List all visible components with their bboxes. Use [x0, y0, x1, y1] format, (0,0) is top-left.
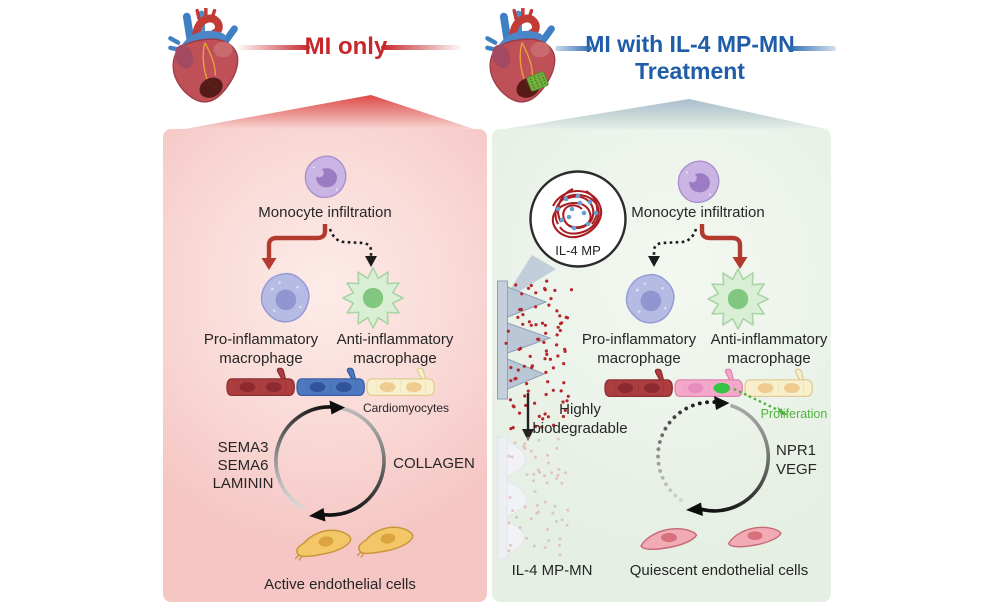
remodeling-cycle-arrows	[274, 400, 386, 522]
pro-inflammatory-macrophage-icon	[260, 272, 310, 323]
cardiomyocyte-pale	[366, 367, 435, 397]
fate-arrows	[261, 224, 377, 270]
monocyte-icon	[304, 155, 347, 199]
cardiomyocyte-red	[226, 367, 295, 397]
proliferation-label: Proliferation	[760, 407, 828, 421]
heart-mi-icon	[166, 8, 244, 106]
il4-mp-label: IL-4 MP	[555, 243, 601, 258]
microneedle-array-icon	[497, 279, 574, 431]
left-title-dash-right	[381, 45, 463, 50]
biodegradable-label: Highly biodegradable	[532, 401, 628, 437]
monocyte-icon	[677, 160, 720, 204]
mi-treated-panel: IL-4 MP Highly biodegradable IL-4 MP-	[492, 129, 831, 602]
anti-inflammatory-macrophage-icon	[707, 268, 769, 330]
pro-macrophage-label: Pro-inflammatory macrophage	[203, 331, 319, 367]
right-title-line2: Treatment	[635, 58, 745, 84]
monocyte-label: Monocyte infiltration	[631, 204, 765, 221]
repair-cycle-arrows	[656, 396, 771, 516]
anti-macrophage-label: Anti-inflammatory macrophage	[336, 331, 454, 367]
cardiomyocytes-row	[226, 367, 435, 397]
microparticle-fibers	[551, 188, 603, 239]
il4-dots	[555, 193, 599, 231]
microneedle-label: IL-4 MP-MN	[511, 562, 593, 579]
cycle-right-genes-label: NPR1 VEGF	[776, 442, 817, 478]
cardiomyocyte-pale	[744, 368, 813, 398]
red-arrowhead	[261, 258, 277, 270]
cardiomyocyte-pink-proliferating	[674, 368, 743, 398]
dotted-arrowhead	[648, 256, 660, 267]
pro-inflammatory-macrophage-icon	[625, 273, 675, 324]
fate-arrows	[648, 224, 748, 269]
dotted-arrow-to-pro	[652, 228, 698, 256]
pro-macrophage-label: Pro-inflammatory macrophage	[581, 331, 697, 367]
left-title: MI only	[304, 33, 388, 60]
right-title-dash-right	[788, 46, 836, 51]
dotted-arrowhead	[365, 256, 377, 267]
red-arrow-to-anti	[699, 224, 743, 257]
cardiomyocyte-red	[604, 368, 673, 398]
right-title-dash-left	[555, 46, 592, 51]
left-title-dash-left	[236, 45, 310, 50]
quiescent-endothelial-label: Quiescent endothelial cells	[629, 562, 809, 579]
cycle-left-genes-label: SEMA3 SEMA6 LAMININ	[212, 439, 274, 492]
microneedle-patch-on-heart	[526, 71, 549, 92]
cardiomyocytes-label: Cardiomyocytes	[362, 401, 449, 415]
dissolved-microneedle-icon	[497, 436, 570, 560]
degradation-arrow	[522, 393, 534, 441]
released-microparticle-dots	[504, 279, 574, 431]
anti-macrophage-label: Anti-inflammatory macrophage	[710, 331, 828, 367]
il4-microparticle-icon: IL-4 MP	[529, 170, 627, 268]
heart-mi-treated-icon	[483, 8, 561, 106]
cycle-right-collagen-label: COLLAGEN	[393, 455, 475, 472]
quiescent-endothelial-cells-icon	[640, 526, 782, 551]
mi-only-panel: Monocyte infiltration Pro-inflammatory m…	[163, 129, 487, 602]
dotted-arrow-to-anti	[328, 228, 373, 256]
cardiomyocytes-row	[604, 368, 813, 398]
monocyte-label: Monocyte infiltration	[258, 204, 392, 221]
active-endothelial-label: Active endothelial cells	[264, 576, 416, 593]
cardiomyocyte-blue	[296, 367, 365, 397]
active-endothelial-cells-icon	[295, 526, 414, 561]
proliferation-arrow	[733, 387, 788, 415]
right-title-line1: MI with IL-4 MP-MN	[585, 31, 795, 57]
right-title: MI with IL-4 MP-MN Treatment	[582, 31, 798, 85]
faded-microparticle-dots	[507, 436, 570, 557]
red-arrow-to-pro	[266, 224, 328, 258]
red-arrowhead	[732, 257, 748, 269]
anti-inflammatory-macrophage-icon	[342, 267, 404, 329]
